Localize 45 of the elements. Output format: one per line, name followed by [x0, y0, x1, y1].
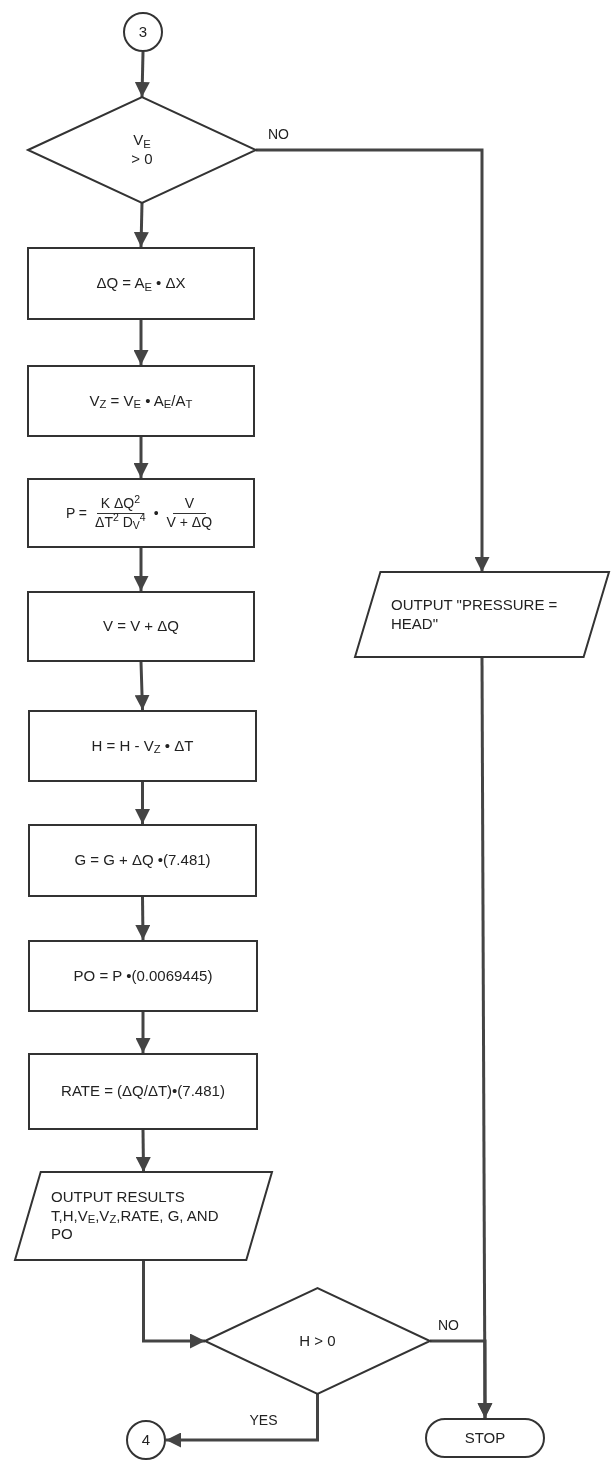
process-box — [28, 1053, 258, 1130]
node-text: OUTPUT RESULTS T,H,V$_{E}$,V$_{Z}$,RATE, G, AND PO — [50, 1187, 220, 1245]
node-text: H > 0 — [299, 1331, 336, 1351]
arrow — [135, 1012, 151, 1053]
node-text: V$_{E}$ > 0 — [130, 131, 154, 169]
arrow — [135, 897, 151, 940]
output-parallelogram — [15, 1172, 272, 1260]
arrow — [135, 1130, 151, 1172]
arrow — [166, 1394, 319, 1448]
numerator: K ΔQ$^{2}$ — [96, 495, 144, 514]
arrow — [135, 782, 150, 824]
arrow — [133, 202, 149, 248]
node-text: 3 — [138, 22, 148, 42]
arrow — [142, 1260, 205, 1349]
denominator: V + ΔQ — [165, 513, 214, 531]
node-text: V$_{Z}$ = V$_{E}$ • A$_{E}$/A$_{T}$ — [89, 391, 193, 411]
arrow — [133, 320, 149, 365]
process-box — [27, 591, 255, 662]
process-box — [28, 824, 257, 897]
arrow — [134, 661, 150, 711]
decision-diamond — [28, 97, 256, 203]
process-box — [28, 940, 258, 1012]
node-text: H = H - V$_{Z}$ • ΔT — [91, 736, 194, 756]
arrow — [477, 657, 493, 1418]
process-box — [27, 247, 255, 320]
node-text: STOP — [464, 1428, 506, 1448]
output-parallelogram — [355, 572, 609, 657]
node-text: RATE = (ΔQ/ΔT)•(7.481) — [61, 1082, 225, 1101]
process-box — [27, 478, 255, 548]
node-text: ΔQ = A$_{E}$ • ΔX — [96, 274, 186, 293]
arrow — [256, 148, 490, 572]
process-box — [28, 710, 257, 782]
node-text: OUTPUT "PRESSURE = HEAD" — [390, 595, 559, 634]
node-text: V = V + ΔQ — [103, 617, 179, 636]
numerator: V — [172, 495, 206, 514]
formula-text: P = — [65, 503, 88, 523]
node-text: G = G + ΔQ •(7.481) — [74, 851, 211, 870]
arrow — [134, 51, 150, 98]
arrow — [133, 548, 149, 591]
process-box — [27, 365, 255, 437]
decision-diamond — [205, 1288, 430, 1394]
formula-text: • — [153, 503, 159, 523]
node-text: PO = P •(0.0069445) — [73, 966, 213, 986]
node-text: 4 — [141, 1430, 151, 1450]
arrow — [133, 437, 149, 478]
